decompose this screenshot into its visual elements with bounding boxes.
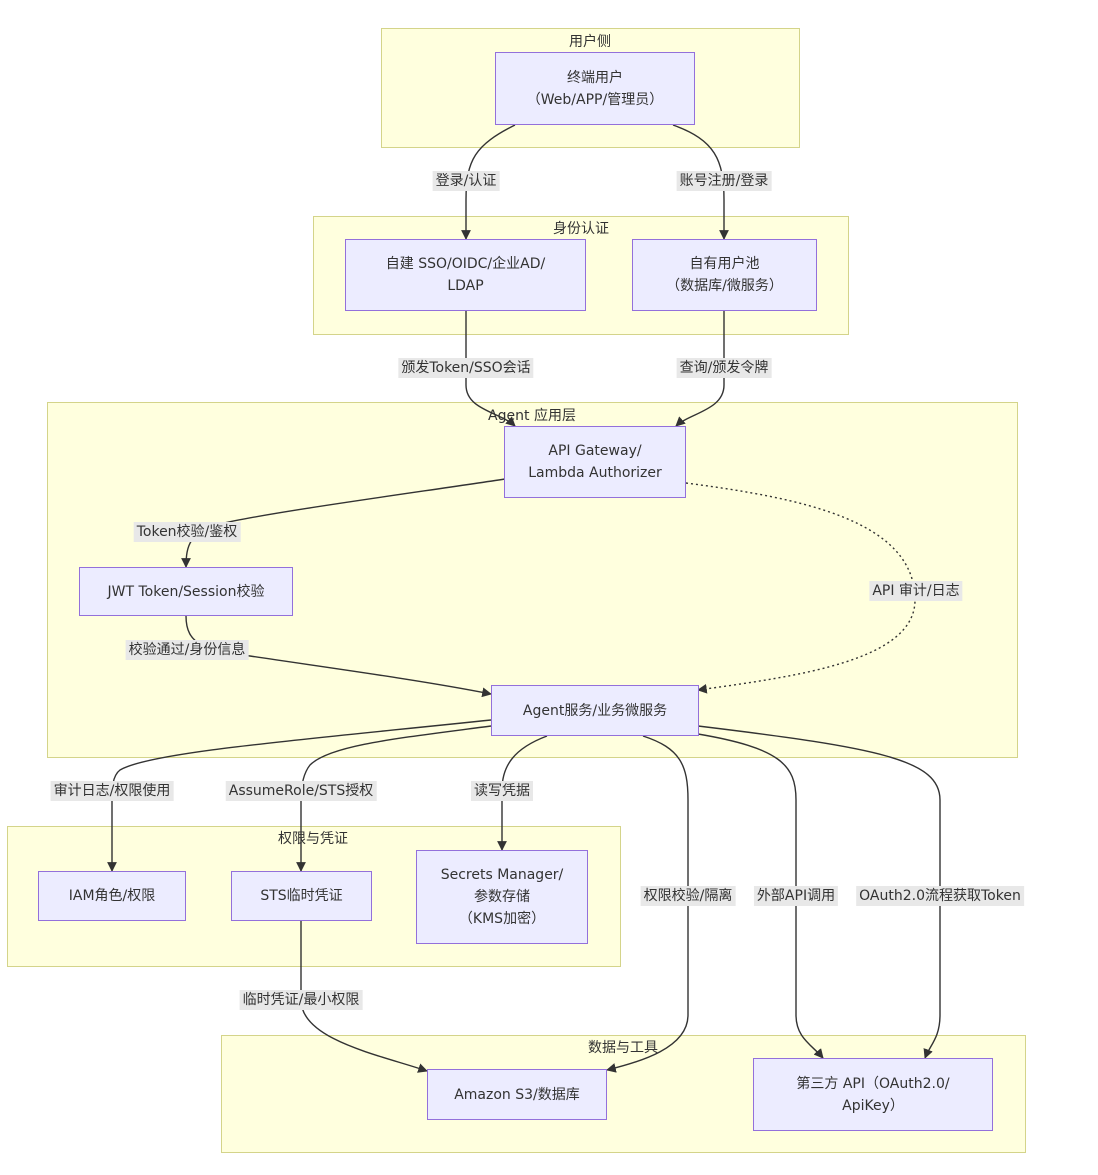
edge-label-assume-role: AssumeRole/STS授权 xyxy=(225,781,377,801)
node-sts-line1: STS临时凭证 xyxy=(260,888,343,904)
node-api-gateway-line1: API Gateway/ xyxy=(548,443,642,459)
node-end-user-line1: 终端用户 xyxy=(567,69,623,86)
edge-label-perm-isolation: 权限校验/隔离 xyxy=(640,886,736,906)
node-iam-line1: IAM角色/权限 xyxy=(68,888,156,904)
edge-label-login-auth: 登录/认证 xyxy=(432,171,500,191)
node-api-gateway-line2: Lambda Authorizer xyxy=(528,465,662,481)
node-agent-service[interactable]: Agent服务/业务微服务 xyxy=(491,685,699,736)
edge-userpool-to-gateway xyxy=(675,311,725,427)
node-sts[interactable]: STS临时凭证 xyxy=(231,871,372,921)
edge-label-register-login: 账号注册/登录 xyxy=(676,171,772,191)
edge-label-external-api: 外部API调用 xyxy=(753,886,839,906)
node-end-user[interactable]: 终端用户 （Web/APP/管理员） xyxy=(495,52,695,125)
node-jwt-line1: JWT Token/Session校验 xyxy=(107,583,265,600)
edge-label-audit-perm: 审计日志/权限使用 xyxy=(50,781,174,801)
node-sso[interactable]: 自建 SSO/OIDC/企业AD/ LDAP xyxy=(345,239,586,311)
cluster-title-user-side: 用户侧 xyxy=(569,34,611,50)
cluster-title-identity: 身份认证 xyxy=(553,221,609,237)
node-secrets-line1: Secrets Manager/ xyxy=(440,867,564,883)
edge-agent-to-thirdapi-external xyxy=(697,733,824,1059)
node-third-party-api[interactable]: 第三方 API（OAuth2.0/ ApiKey） xyxy=(753,1058,993,1131)
edge-agent-to-thirdapi-oauth xyxy=(697,725,941,1059)
edge-label-issue-token: 颁发Token/SSO会话 xyxy=(398,358,534,378)
node-user-pool-line2: （数据库/微服务） xyxy=(666,278,783,294)
node-third-api-line2: ApiKey） xyxy=(842,1097,904,1114)
node-jwt[interactable]: JWT Token/Session校验 xyxy=(79,567,293,616)
node-amazon-s3[interactable]: Amazon S3/数据库 xyxy=(427,1069,607,1120)
node-sso-line1: 自建 SSO/OIDC/企业AD/ xyxy=(385,256,546,272)
cluster-title-data-tools: 数据与工具 xyxy=(588,1040,658,1056)
node-secrets-line2: 参数存储 xyxy=(474,889,530,905)
node-user-pool[interactable]: 自有用户池 （数据库/微服务） xyxy=(632,239,817,311)
node-secrets-manager[interactable]: Secrets Manager/ 参数存储 （KMS加密） xyxy=(416,850,588,944)
edge-label-temp-cred: 临时凭证/最小权限 xyxy=(239,990,363,1010)
edge-user-to-userpool xyxy=(672,124,729,240)
node-api-gateway[interactable]: API Gateway/ Lambda Authorizer xyxy=(504,426,686,498)
node-s3-line1: Amazon S3/数据库 xyxy=(454,1086,580,1103)
edge-label-api-audit: API 审计/日志 xyxy=(869,581,963,601)
edge-gateway-to-jwt xyxy=(181,478,506,568)
node-sso-line2: LDAP xyxy=(447,278,484,294)
edge-label-read-write: 读写凭据 xyxy=(471,781,533,801)
node-iam[interactable]: IAM角色/权限 xyxy=(38,871,186,921)
edge-user-to-sso xyxy=(461,124,516,240)
edge-agent-to-s3 xyxy=(606,735,689,1073)
node-user-pool-line1: 自有用户池 xyxy=(689,256,760,272)
edge-label-query-issue: 查询/颁发令牌 xyxy=(676,358,772,378)
cluster-title-permissions: 权限与凭证 xyxy=(278,831,348,847)
edge-label-token-check: Token校验/鉴权 xyxy=(133,522,241,542)
node-end-user-line2: （Web/APP/管理员） xyxy=(526,91,664,108)
edge-sso-to-gateway xyxy=(465,311,516,427)
node-third-api-line1: 第三方 API（OAuth2.0/ xyxy=(796,1075,950,1092)
edge-label-oauth-flow: OAuth2.0流程获取Token xyxy=(856,886,1024,906)
node-secrets-line3: （KMS加密） xyxy=(458,911,546,927)
node-agent-service-line1: Agent服务/业务微服务 xyxy=(522,702,668,719)
edge-label-check-pass: 校验通过/身份信息 xyxy=(125,640,249,660)
